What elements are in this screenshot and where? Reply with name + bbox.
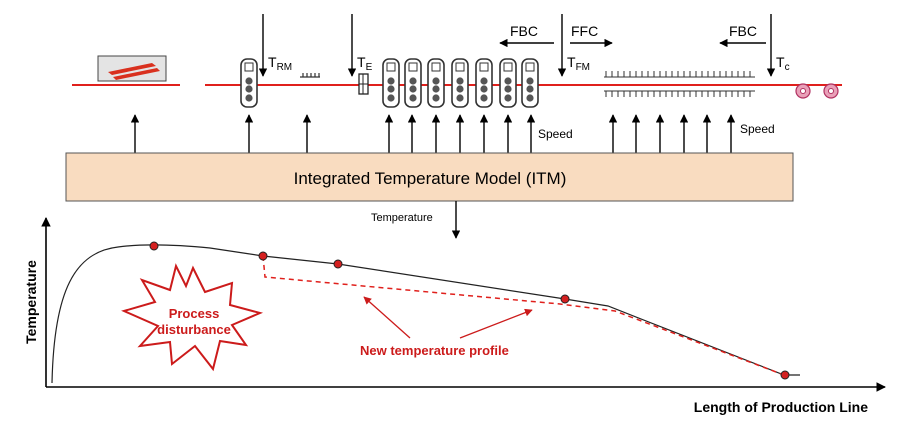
cooling-section-icon: [604, 71, 755, 97]
new-profile-line: [262, 255, 785, 376]
disturbance-label-2: disturbance: [157, 322, 231, 337]
y-axis-label: Temperature: [23, 260, 39, 344]
trm-label: TRM: [268, 54, 292, 73]
finishing-mill-icon: [382, 58, 539, 108]
tc-label: Tc: [776, 54, 790, 73]
profile-markers: [149, 241, 790, 380]
itm-box: [65, 152, 794, 202]
fbc-right-label: FBC: [729, 23, 757, 39]
temperature-output-label: Temperature: [371, 212, 433, 224]
speed-label-1: Speed: [538, 127, 573, 141]
model-input-arrows: [130, 114, 736, 153]
tfm-label: TFM: [567, 54, 590, 73]
coiler-icon: [795, 83, 839, 99]
ffc-label: FFC: [571, 23, 598, 39]
original-profile-line: [51, 244, 800, 384]
disturbance-label-1: Process: [169, 306, 220, 321]
new-profile-label: New temperature profile: [360, 343, 509, 358]
te-label: TE: [357, 54, 373, 73]
roughing-mill-icon: [240, 58, 258, 108]
furnace-icon: [97, 55, 167, 82]
spray-icon: [300, 73, 320, 78]
entry-sensor-icon: [358, 73, 369, 95]
new-profile-arrow-2: [459, 308, 533, 339]
fbc-left-label: FBC: [510, 23, 538, 39]
disturbance-starburst: [121, 263, 264, 372]
itm-label: Integrated Temperature Model (ITM): [294, 169, 567, 188]
x-axis-label: Length of Production Line: [694, 399, 868, 415]
speed-label-2: Speed: [740, 122, 775, 136]
new-profile-arrow-1: [363, 296, 411, 339]
